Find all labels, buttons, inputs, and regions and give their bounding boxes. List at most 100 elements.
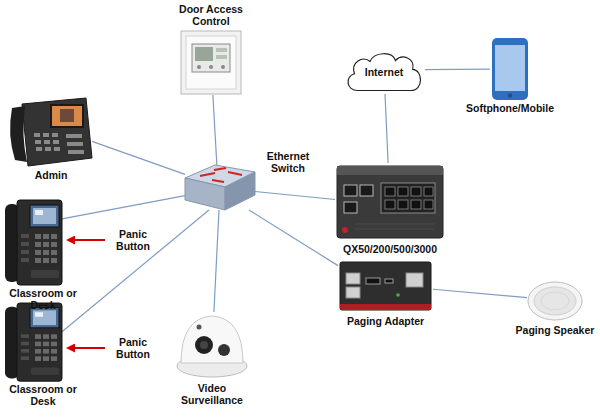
appliance-node: QX50/200/500/3000 [335,163,445,241]
phone-button [508,93,512,97]
callout-label: Panic Button [108,228,158,252]
speaker-grille [534,287,576,315]
usb-port [385,279,393,283]
adapter-node: Paging Adapter [338,258,433,313]
phone-node: Classroom or Desk [5,200,62,285]
camera-node: Video Surveillance [176,312,248,380]
device-label: Admin [35,169,68,181]
port-block [381,183,435,213]
phone-screen-image [60,109,74,122]
switch-arrow [228,172,242,175]
port [424,200,433,209]
switch-front [185,178,225,210]
camera-dome [181,316,243,363]
panel-face [186,36,236,89]
device-label: Ethernet Switch [258,150,318,174]
device-label: Classroom or Desk [3,383,83,407]
phone-screen [52,106,82,126]
phone-keypad [34,133,84,154]
network-link [249,210,338,266]
network-link [92,141,185,174]
appliance-body [337,166,443,238]
port [411,200,421,209]
vent-line [355,224,435,225]
phone-body [22,98,92,166]
switch-arrow [212,180,224,182]
phone-screen [495,45,525,91]
network-link [213,95,217,165]
device-label: Video Surveillance [172,382,252,406]
rj45-port [344,185,357,196]
callout-label: Panic Button [108,336,158,360]
rj45-port [360,185,373,196]
rj45-port [346,287,360,298]
rj45-port [344,202,357,213]
admin-phone [10,98,92,166]
port [385,200,395,209]
phone-node: Classroom or Desk [5,303,62,381]
power-light [342,227,348,233]
phone-body [492,38,528,100]
appliance-top [337,166,443,175]
port [411,187,421,196]
rj45-port [406,273,423,287]
panel-button [221,65,225,69]
speaker-grille [541,292,569,310]
dome-camera [177,316,247,377]
paging-adapter [340,262,431,310]
camera-lens [218,344,230,356]
switch-arrow [200,173,215,176]
adapter-stripe [340,304,431,310]
qx-appliance [337,166,443,238]
rj45-port [346,273,360,284]
panel-button [197,65,201,69]
device-label: Softphone/Mobile [466,102,554,114]
switch-cube [185,165,255,210]
device-label: Paging Speaker [516,324,595,336]
door-access-node: Door Access Control [180,30,242,95]
device-label: Paging Adapter [347,315,424,327]
camera-sensor [197,325,202,330]
network-link [425,69,490,71]
panel-image [195,47,213,61]
port [398,187,408,196]
hdmi-port [366,278,380,284]
device-label: Classroom or Desk [3,287,83,311]
cloud-node: Internet [343,50,425,94]
panel-image [216,55,227,59]
network-link [62,210,209,332]
network-link [385,94,388,163]
port [398,200,408,209]
network-link [214,210,219,312]
switch-side [225,172,255,210]
panel-frame [181,31,241,94]
status-light [396,293,400,297]
cloud-label: Internet [365,66,404,78]
device-label: QX50/200/500/3000 [343,243,437,255]
port [385,187,395,196]
switch-node: Ethernet Switch [185,165,255,210]
ceiling-speaker [528,282,582,320]
device-label: Door Access Control [171,3,251,27]
camera-lens [200,341,208,349]
network-link [433,289,527,297]
door-access-panel [181,31,241,94]
panel-image [216,48,227,52]
network-link [255,192,335,200]
camera-lens [195,336,213,354]
adapter-body [340,262,431,310]
mobile-phone [492,38,528,100]
classroom-phone [5,200,62,285]
panel-button [209,65,213,69]
port [424,187,433,196]
phone-handset [10,106,27,162]
classroom-phone [5,303,62,381]
switch-arrow [214,168,226,170]
speaker-rim [528,282,582,320]
cloud-shape [348,54,420,91]
network-link [62,196,185,219]
